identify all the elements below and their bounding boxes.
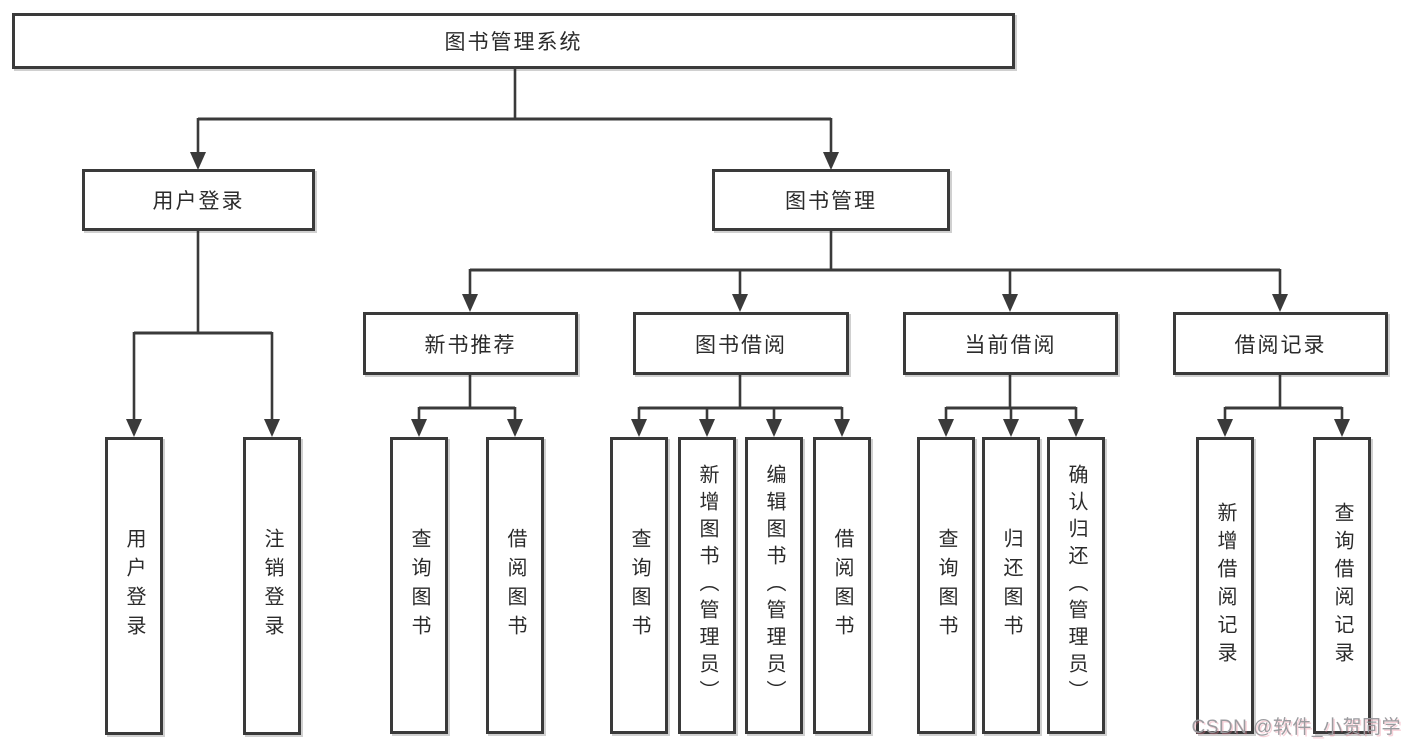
node-leaf-query-borrow-record: 查询借阅记录: [1313, 437, 1371, 734]
node-leaf-label: 新增图书（管理员）: [696, 464, 718, 707]
node-leaf-query-books-3: 查询图书: [917, 437, 975, 734]
node-leaf-logout: 注销登录: [243, 437, 301, 735]
node-leaf-label: 查询借阅记录: [1331, 501, 1353, 670]
node-leaf-label: 注销登录: [261, 528, 283, 644]
node-leaf-label: 借阅图书: [831, 527, 853, 644]
node-leaf-label: 借阅图书: [504, 527, 526, 644]
connector-user-login-children: [126, 231, 280, 437]
node-leaf-query-books-2: 查询图书: [610, 437, 668, 734]
node-book-borrow: 图书借阅: [633, 312, 849, 375]
connector-book-mgmt-to-level3: [462, 231, 1288, 312]
connector-root-to-level2: [190, 69, 839, 170]
node-leaf-return-books: 归还图书: [982, 437, 1040, 734]
node-current-borrow: 当前借阅: [903, 312, 1118, 375]
csdn-watermark: CSDN @软件_小贺同学: [1191, 717, 1401, 738]
node-leaf-borrow-books-2: 借阅图书: [813, 437, 871, 734]
node-leaf-confirm-return-admin: 确认归还（管理员）: [1047, 437, 1105, 734]
node-leaf-label: 编辑图书（管理员）: [763, 464, 785, 707]
node-leaf-label: 确认归还（管理员）: [1065, 464, 1087, 707]
node-leaf-edit-books-admin: 编辑图书（管理员）: [745, 437, 803, 734]
connector-current-borrow-children: [938, 375, 1084, 437]
node-leaf-label: 查询图书: [408, 527, 430, 644]
node-leaf-add-borrow-record: 新增借阅记录: [1196, 437, 1254, 734]
node-user-login: 用户登录: [82, 169, 315, 231]
node-leaf-label: 新增借阅记录: [1214, 501, 1236, 670]
connector-borrow-records-children: [1217, 375, 1350, 437]
node-leaf-user-login: 用户登录: [105, 437, 163, 735]
node-leaf-label: 查询图书: [628, 527, 650, 644]
connector-book-borrow-children: [631, 375, 850, 437]
node-new-book-recommend: 新书推荐: [363, 312, 578, 375]
node-leaf-label: 用户登录: [123, 528, 145, 644]
node-book-management: 图书管理: [712, 169, 950, 231]
node-borrow-records: 借阅记录: [1173, 312, 1388, 375]
node-leaf-label: 查询图书: [935, 527, 957, 644]
node-leaf-add-books-admin: 新增图书（管理员）: [678, 437, 736, 734]
node-leaf-label: 归还图书: [1000, 527, 1022, 644]
connector-new-book-children: [411, 375, 523, 437]
node-library-management-system: 图书管理系统: [12, 13, 1015, 69]
node-leaf-borrow-books-1: 借阅图书: [486, 437, 544, 734]
node-leaf-query-books-1: 查询图书: [390, 437, 448, 734]
